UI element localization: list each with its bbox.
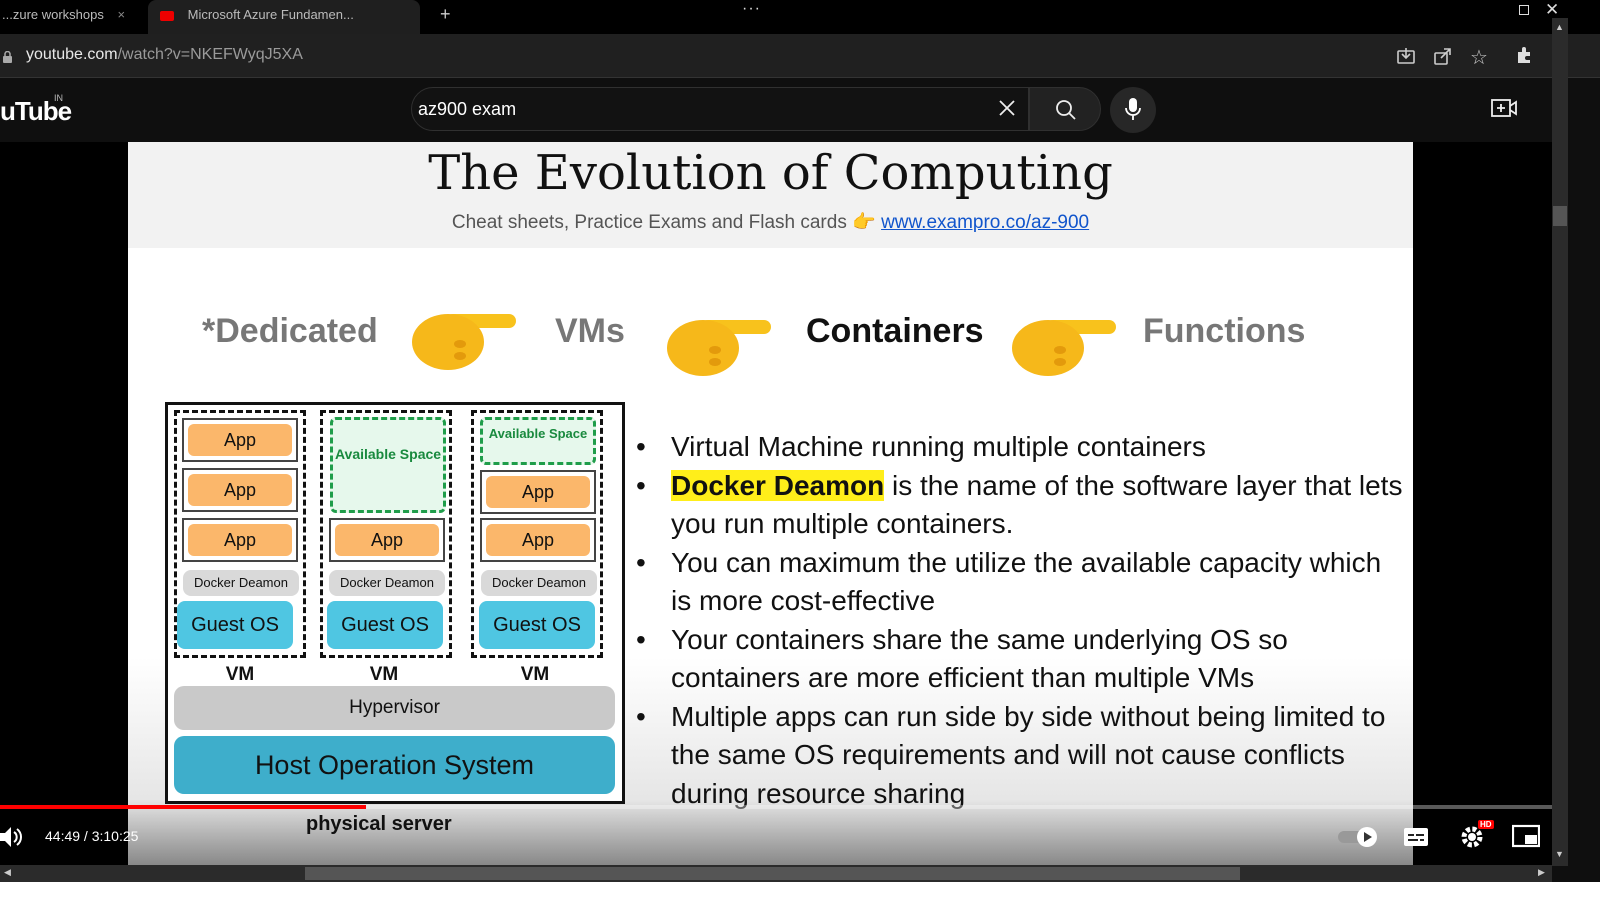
url-domain: youtube.com [26,46,118,63]
scroll-up-icon[interactable]: ▲ [1555,22,1564,32]
progress-bar[interactable] [0,805,1552,809]
host-os-box: Host Operation System [174,736,615,794]
pointing-hand-icon [1012,320,1116,376]
tab-label: Microsoft Azure Fundamen... [187,7,354,22]
vm-box [471,410,603,658]
create-icon[interactable] [1491,98,1517,123]
search-query-text[interactable]: az900 exam [418,99,517,119]
tab-close-icon[interactable]: × [117,7,126,22]
docker-daemon-box: Docker Deamon [329,570,445,596]
scroll-down-icon[interactable]: ▼ [1555,849,1564,859]
youtube-logo[interactable]: uTube [0,96,72,126]
slide-link: www.exampro.co/az-900 [881,212,1090,233]
bullet-item: Docker Deamon is the name of the softwar… [636,467,1406,544]
time-display: 44:49 / 3:10:25 [45,828,139,844]
new-tab-icon[interactable]: + [440,4,451,24]
browser-tab-active[interactable]: Microsoft Azure Fundamen... [148,0,420,34]
app-label: App [486,476,590,508]
search-icon [1056,100,1076,120]
url-path: /watch?v=NKEFWyqJ5XA [117,46,303,63]
app-label: App [188,424,292,456]
slide-subtitle: Cheat sheets, Practice Exams and Flash c… [128,210,1413,234]
docker-daemon-box: Docker Deamon [183,570,299,596]
horizontal-scroll-thumb[interactable] [305,867,1240,880]
logo-country-code: IN [54,93,63,103]
mic-icon [1125,98,1141,120]
settings-icon[interactable] [1459,824,1485,855]
vm-label: VM [520,664,550,685]
bullet-text: Virtual Machine running multiple contain… [671,431,1206,462]
star-icon[interactable]: ☆ [1470,47,1488,69]
available-space-box: Available Space [480,417,596,465]
bullet-text: Multiple apps can run side by side witho… [671,700,1386,809]
progress-played [0,805,367,809]
search-button[interactable] [1029,87,1101,131]
youtube-favicon-icon [160,10,174,21]
app-label: App [335,524,439,556]
autoplay-toggle-icon[interactable] [1337,826,1379,853]
slide-header [128,142,1413,248]
guest-os-box: Guest OS [327,601,443,649]
hd-badge: HD [1478,820,1494,829]
app-box: App [480,518,596,562]
evolution-vms: VMs [555,312,625,350]
app-box: App [329,518,445,562]
tab-menu-icon[interactable]: ··· [742,0,761,17]
bullet-text: You can maximum the utilize the availabl… [671,546,1382,617]
evolution-dedicated: *Dedicated [202,312,378,350]
search-input[interactable] [411,87,1029,131]
vertical-scrollbar[interactable] [1552,18,1568,866]
pointing-hand-icon [667,320,771,376]
bullet-item: You can maximum the utilize the availabl… [636,544,1406,621]
hypervisor-box: Hypervisor [174,686,615,730]
lock-icon[interactable] [3,50,12,63]
bullet-text: is the name of the software layer that l… [671,469,1403,540]
restore-icon[interactable] [1519,5,1529,15]
address-bar [0,34,1600,78]
clear-search-icon[interactable] [996,97,1018,124]
extensions-icon[interactable] [1515,45,1535,70]
vertical-scroll-thumb[interactable] [1553,206,1567,226]
evolution-containers: Containers [806,312,984,350]
bullet-item: Virtual Machine running multiple contain… [636,428,1406,467]
close-icon[interactable]: ✕ [1545,0,1560,19]
bullet-item: Multiple apps can run side by side witho… [636,698,1406,814]
app-box: App [182,468,298,512]
app-box: App [182,518,298,562]
bullet-text: Your containers share the same underlyin… [671,623,1288,694]
share-icon[interactable] [1433,46,1453,71]
app-box: App [182,418,298,462]
vm-box [320,410,452,658]
vm-label: VM [369,664,399,685]
scroll-right-icon[interactable]: ▶ [1538,867,1545,877]
scroll-left-icon[interactable]: ◀ [4,867,11,877]
browser-tab[interactable]: ...zure workshops × [0,0,140,34]
slide-subtitle-text: Cheat sheets, Practice Exams and Flash c… [451,212,876,233]
physical-server-label: physical server [306,813,452,835]
miniplayer-icon[interactable] [1511,824,1541,853]
evolution-functions: Functions [1143,312,1306,350]
pointing-hand-icon [412,314,516,370]
docker-daemon-box: Docker Deamon [481,570,597,596]
guest-os-box: Guest OS [177,601,293,649]
app-label: App [188,474,292,506]
subtitles-icon[interactable] [1403,826,1429,853]
available-space-box: Available Space [330,417,446,513]
app-label: App [486,524,590,556]
app-label: App [188,524,292,556]
guest-os-box: Guest OS [479,601,595,649]
bullet-highlight: Docker Deamon [671,469,885,501]
vm-label: VM [225,664,255,685]
app-box: App [480,470,596,514]
vm-box [174,410,306,658]
volume-icon[interactable] [0,826,24,853]
voice-search-button[interactable] [1110,87,1156,133]
tab-label: ...zure workshops [2,7,104,22]
bullet-item: Your containers share the same underlyin… [636,621,1406,698]
slide-bullet-list: Virtual Machine running multiple contain… [636,428,1406,813]
page-bottom-edge [0,882,1600,914]
install-icon[interactable] [1396,46,1416,71]
slide-title: The Evolution of Computing [428,145,1113,201]
url-field[interactable]: youtube.com/watch?v=NKEFWyqJ5XA [26,46,303,64]
